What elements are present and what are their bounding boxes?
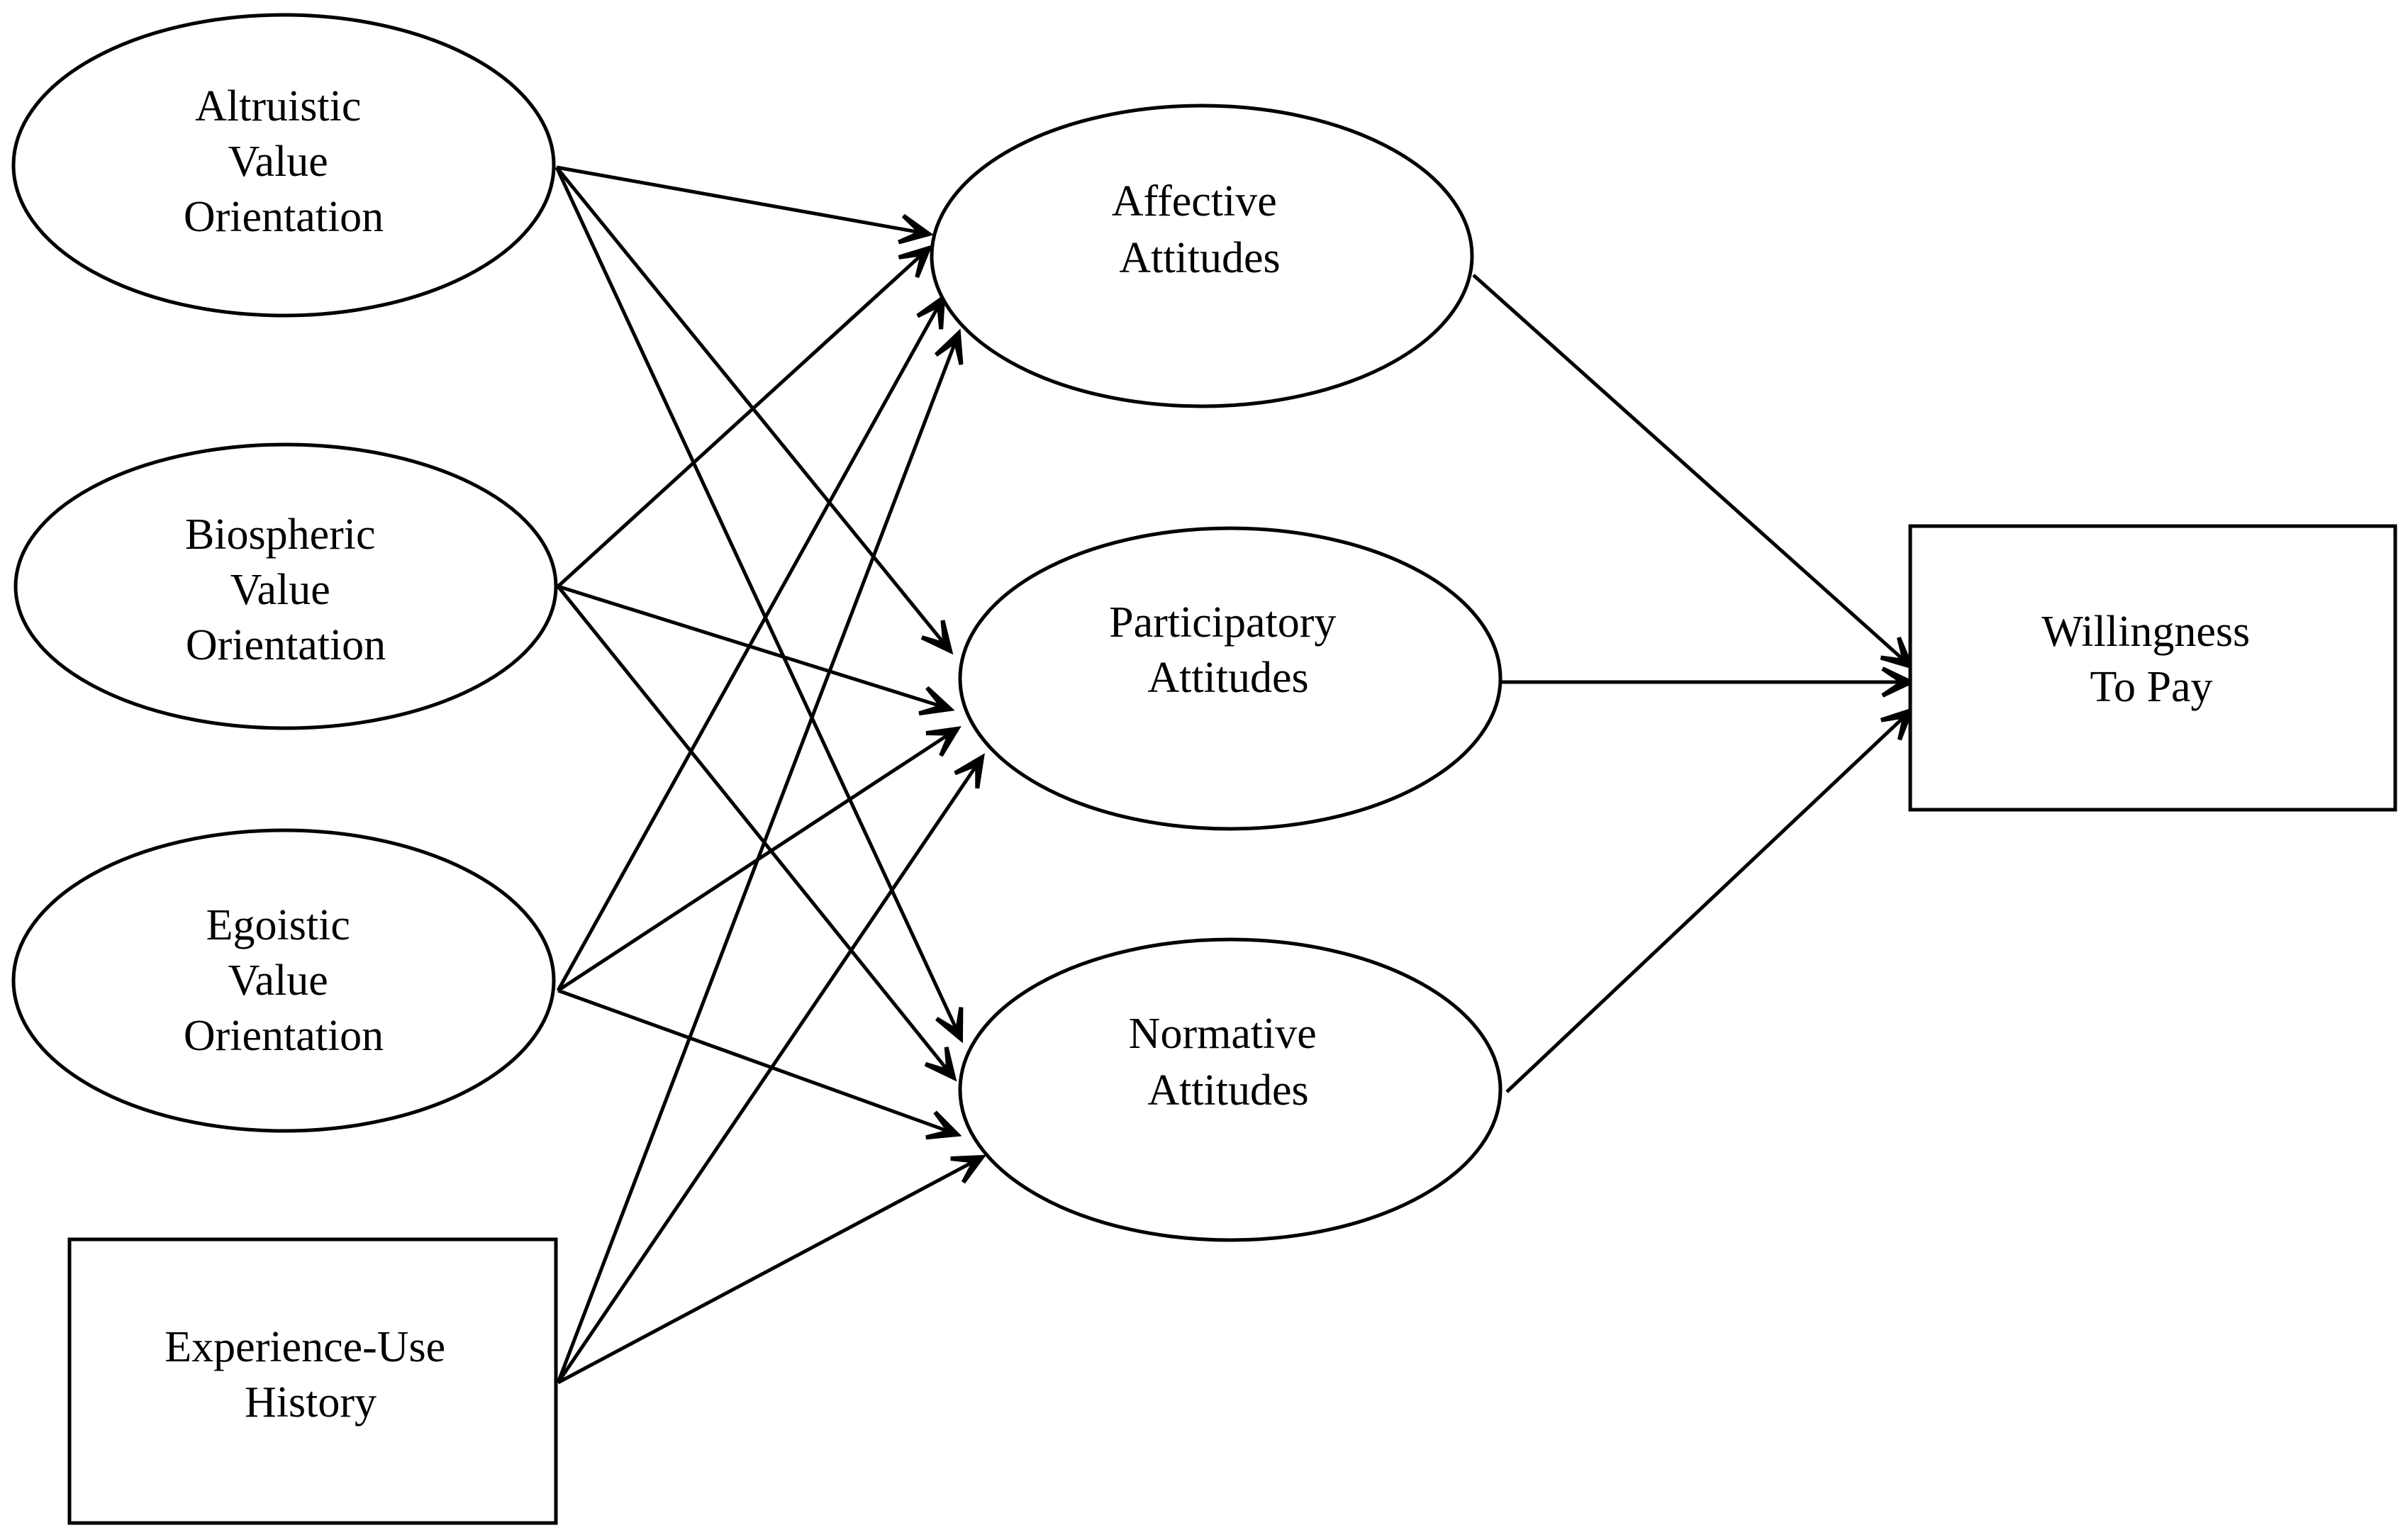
node-participatory-shape — [958, 526, 1503, 831]
arrowhead-icon — [1880, 637, 1915, 670]
arrow-altruistic-to-participatory — [555, 166, 954, 655]
arrow-line — [555, 166, 947, 646]
node-participatory-line-1: Participatory — [1109, 598, 1336, 647]
node-biospheric-line-1: Biospheric — [185, 510, 376, 559]
arrowhead-icon — [916, 293, 946, 330]
node-experience-line-2: History — [245, 1378, 377, 1427]
node-egoistic-label: Egoistic Value Orientation — [184, 901, 384, 1060]
arrow-biospheric-to-affective — [557, 245, 933, 588]
node-egoistic-value-orientation: Egoistic Value Orientation — [11, 828, 556, 1133]
arrow-altruistic-to-normative — [554, 166, 964, 1044]
node-affective-shape — [930, 104, 1474, 408]
node-altruistic-shape — [11, 13, 556, 318]
arrow-experience-to-normative — [557, 1154, 987, 1385]
node-wtp-line-2: To Pay — [2090, 663, 2212, 711]
arrowhead-icon — [898, 213, 934, 245]
node-normative-label: Normative Attitudes — [1129, 1010, 1328, 1115]
arrow-line — [556, 304, 941, 992]
node-affective-label: Affective Attitudes — [1112, 177, 1288, 282]
node-experience-label: Experience-Use History — [165, 1323, 456, 1427]
node-normative-line-2: Attitudes — [1147, 1066, 1308, 1115]
edges-layer — [554, 165, 1916, 1385]
arrowhead-icon — [934, 328, 964, 365]
arrow-experience-to-participatory — [556, 753, 985, 1384]
node-biospheric-value-orientation: Biospheric Value Orientation — [13, 442, 558, 730]
arrow-line — [557, 585, 950, 1073]
arrow-line — [556, 763, 979, 1384]
arrow-line — [557, 732, 952, 993]
arrow-affective-to-wtp — [1472, 274, 1915, 670]
node-participatory-line-2: Attitudes — [1147, 654, 1308, 702]
node-wtp-label: Willingness To Pay — [2041, 608, 2261, 711]
node-participatory-label: Participatory Attitudes — [1109, 598, 1347, 702]
arrow-egoistic-to-affective — [556, 293, 946, 992]
node-affective-line-1: Affective — [1112, 177, 1277, 225]
node-egoistic-line-1: Egoistic — [206, 901, 350, 949]
arrow-line — [557, 1159, 976, 1385]
arrowhead-icon — [920, 620, 954, 655]
arrow-experience-to-affective — [556, 328, 964, 1383]
node-biospheric-line-3: Orientation — [186, 621, 386, 669]
node-experience-shape — [67, 1237, 558, 1525]
node-wtp-shape — [1908, 524, 2397, 812]
node-normative-attitudes: Normative Attitudes — [958, 937, 1503, 1242]
arrowhead-icon — [898, 245, 933, 279]
arrow-line — [556, 165, 921, 235]
node-affective-line-2: Attitudes — [1119, 234, 1280, 282]
node-biospheric-line-2: Value — [230, 566, 330, 614]
arrow-altruistic-to-affective — [556, 165, 934, 245]
arrow-line — [1472, 274, 1906, 662]
node-willingness-to-pay: Willingness To Pay — [1908, 524, 2397, 812]
node-altruistic-line-3: Orientation — [184, 193, 384, 241]
arrowhead-icon — [950, 1154, 987, 1184]
arrow-line — [1505, 715, 1906, 1093]
node-biospheric-label: Biospheric Value Orientation — [185, 510, 386, 669]
arrowhead-icon — [935, 1007, 964, 1044]
node-experience-line-1: Experience-Use — [165, 1323, 445, 1371]
arrowhead-icon — [925, 726, 961, 757]
node-biospheric-shape — [13, 442, 558, 730]
node-wtp-line-1: Willingness — [2041, 608, 2250, 656]
node-affective-attitudes: Affective Attitudes — [930, 104, 1474, 408]
node-normative-line-1: Normative — [1129, 1010, 1317, 1058]
arrow-normative-to-wtp — [1505, 707, 1915, 1093]
node-egoistic-shape — [11, 828, 556, 1133]
node-altruistic-label: Altruistic Value Orientation — [184, 82, 384, 241]
arrow-egoistic-to-normative — [557, 988, 962, 1140]
node-altruistic-line-2: Value — [228, 138, 328, 186]
node-experience-use-history: Experience-Use History — [67, 1237, 558, 1525]
arrowhead-icon — [925, 1110, 962, 1140]
arrow-biospheric-to-participatory — [557, 584, 955, 716]
arrow-line — [556, 340, 958, 1383]
arrow-line — [554, 166, 959, 1032]
node-egoistic-line-3: Orientation — [184, 1012, 384, 1060]
arrow-line — [557, 988, 950, 1134]
node-altruistic-line-1: Altruistic — [195, 82, 361, 130]
arrow-biospheric-to-normative — [557, 585, 957, 1082]
node-altruistic-value-orientation: Altruistic Value Orientation — [11, 13, 556, 318]
arrow-participatory-to-wtp — [1502, 666, 1916, 698]
arrowhead-icon — [1880, 707, 1915, 741]
arrow-line — [557, 252, 924, 588]
arrowhead-icon — [918, 686, 955, 716]
node-participatory-attitudes: Participatory Attitudes — [958, 526, 1503, 831]
node-egoistic-line-2: Value — [228, 956, 328, 1005]
arrowhead-icon — [1881, 666, 1916, 698]
node-normative-shape — [958, 937, 1503, 1242]
arrowhead-icon — [924, 1047, 957, 1082]
arrowhead-icon — [954, 753, 985, 789]
arrow-egoistic-to-participatory — [557, 726, 961, 993]
